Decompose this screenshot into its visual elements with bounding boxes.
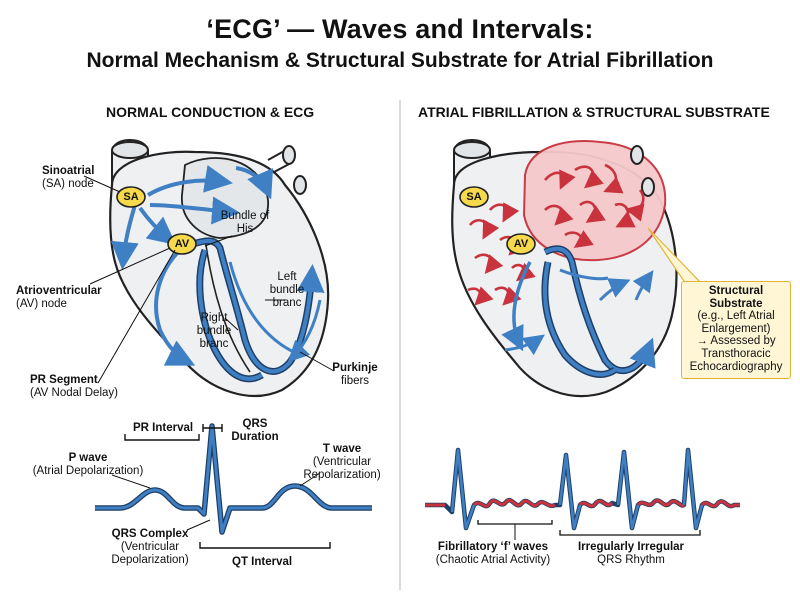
label-sinoatrial: Sinoatrial(SA) node: [42, 165, 95, 190]
sa-badge-text-af: SA: [466, 191, 482, 203]
heart-af-diagram: [451, 139, 701, 398]
label-atrioventricular: Atrioventricular(AV) node: [16, 285, 102, 310]
av-node-badge: [167, 233, 197, 255]
ecg-normal-trace: [95, 423, 372, 549]
left-panel-heading: NORMAL CONDUCTION & ECG: [106, 104, 315, 120]
sa-node-badge: [116, 186, 146, 208]
av-badge-text-af: AV: [513, 238, 529, 250]
av-node-badge-af: [506, 233, 536, 255]
page-title: ‘ECG’ — Waves and Intervals:: [206, 14, 594, 44]
sa-badge-text: SA: [123, 191, 139, 203]
right-panel-heading: ATRIAL FIBRILLATION & STRUCTURAL SUBSTRA…: [418, 104, 770, 120]
label-pr-segment: PR Segment(AV Nodal Delay): [30, 374, 118, 399]
label-pr-interval: PR Interval: [133, 422, 194, 434]
ecg-af-trace: [425, 447, 740, 540]
label-p-wave: P wave(Atrial Depolarization): [32, 452, 144, 477]
chaotic-atrial-arrows: [467, 163, 645, 306]
label-qt-interval: QT Interval: [232, 556, 293, 568]
sa-node-badge-af: [459, 186, 489, 208]
structural-substrate-text: Structural Substrate (e.g., Left Atrial …: [689, 285, 783, 373]
av-badge-text: AV: [174, 238, 190, 250]
structural-substrate-box: [681, 281, 791, 379]
page-subtitle: Normal Mechanism & Structural Substrate …: [86, 49, 714, 72]
heart-normal-diagram: [83, 139, 335, 398]
label-fibrillatory-waves: Fibrillatory ‘f’ waves(Chaotic Atrial Ac…: [435, 541, 551, 566]
